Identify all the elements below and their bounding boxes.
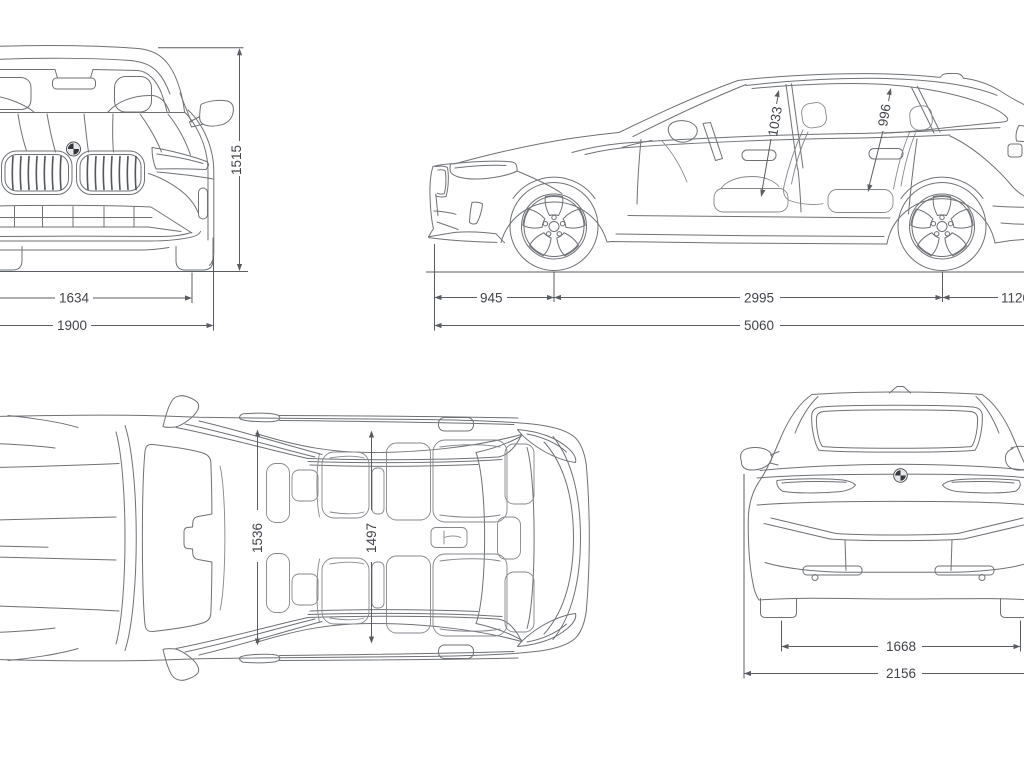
svg-text:1900: 1900 xyxy=(57,318,87,333)
svg-text:1120: 1120 xyxy=(1001,291,1024,306)
svg-text:1497: 1497 xyxy=(364,523,379,553)
svg-text:1634: 1634 xyxy=(59,291,90,306)
svg-text:996: 996 xyxy=(875,103,894,128)
svg-text:945: 945 xyxy=(480,291,503,306)
svg-text:1668: 1668 xyxy=(886,639,916,654)
svg-text:1536: 1536 xyxy=(250,523,265,553)
svg-text:2995: 2995 xyxy=(744,291,774,306)
svg-text:1033: 1033 xyxy=(765,105,785,137)
svg-text:1515: 1515 xyxy=(229,145,244,175)
svg-text:5060: 5060 xyxy=(744,318,774,333)
svg-text:2156: 2156 xyxy=(886,666,916,681)
